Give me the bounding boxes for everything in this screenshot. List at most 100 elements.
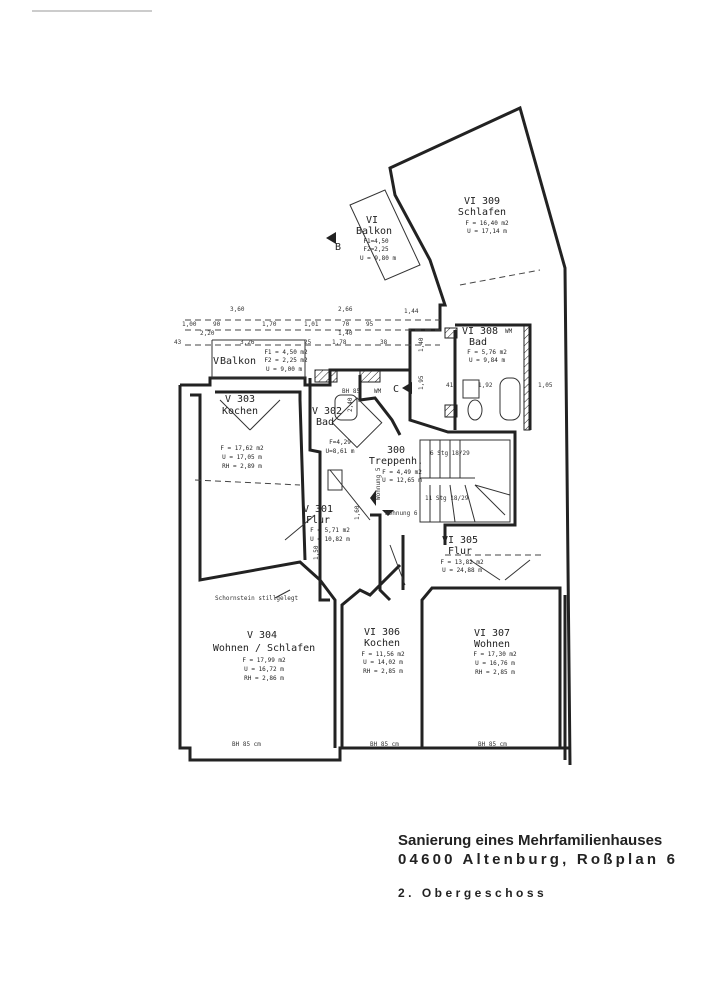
svg-text:3,60: 3,60 (230, 306, 245, 313)
interior-walls (308, 323, 532, 602)
room-v-balkon: V Balkon F1 = 4,50 m2 F2 = 2,25 m2 U = 9… (213, 349, 308, 373)
room-vi306: VI 306 Kochen F = 11,56 m2 U = 14,02 m R… (361, 627, 405, 675)
room-vi305: VI 305 Flur F = 13,82 m2 U = 24,88 m (440, 535, 484, 574)
svg-text:F = 17,62 m2: F = 17,62 m2 (220, 445, 264, 452)
svg-text:F = 5,76 m2: F = 5,76 m2 (467, 349, 507, 356)
svg-text:VI 305: VI 305 (442, 535, 478, 546)
svg-text:V 304: V 304 (247, 630, 277, 641)
svg-text:VI 309: VI 309 (464, 196, 500, 207)
svg-text:U = 14,02 m: U = 14,02 m (363, 659, 403, 666)
annotations: Schornstein stillgelegt BH 85 cm BH 85 c… (215, 328, 513, 748)
svg-text:1,40: 1,40 (338, 330, 353, 337)
svg-text:1,95: 1,95 (418, 375, 425, 390)
dimension-labels: 3,60 2,66 1,44 1,00 90 1,70 1,01 70 95 2… (174, 306, 553, 560)
svg-text:Wohnen / Schlafen: Wohnen / Schlafen (213, 643, 315, 654)
svg-text:V: V (213, 356, 219, 367)
svg-text:F = 17,99 m2: F = 17,99 m2 (242, 657, 286, 664)
bh-label: BH 85 cm (232, 741, 261, 748)
svg-text:38: 38 (380, 339, 388, 346)
svg-text:F = 13,82 m2: F = 13,82 m2 (440, 559, 484, 566)
svg-text:F = 16,40 m2: F = 16,40 m2 (465, 220, 509, 227)
svg-text:U = 9,84 m: U = 9,84 m (469, 357, 506, 364)
svg-text:VI: VI (366, 215, 378, 226)
svg-text:U = 24,88 m: U = 24,88 m (442, 567, 482, 574)
svg-text:RH = 2,89 m: RH = 2,89 m (222, 463, 262, 470)
svg-text:U = 17,14 m: U = 17,14 m (467, 228, 507, 235)
svg-text:1,00: 1,00 (182, 321, 197, 328)
section-c-marker-icon (402, 382, 412, 394)
svg-text:Bad: Bad (316, 417, 334, 428)
project-address: 04600 Altenburg, Roßplan 6 (398, 851, 679, 868)
svg-text:95: 95 (366, 321, 374, 328)
bh-label: BH 85 (342, 388, 360, 395)
room-v301: V 301 Flur F = 5,71 m2 U = 10,82 m (303, 504, 350, 543)
svg-text:F = 11,56 m2: F = 11,56 m2 (361, 651, 405, 658)
svg-text:25: 25 (304, 339, 312, 346)
svg-text:RH = 2,85 m: RH = 2,85 m (475, 669, 515, 676)
wohnung6-label: Wohnung 6 (385, 510, 418, 517)
svg-text:U = 16,76 m: U = 16,76 m (475, 660, 515, 667)
svg-text:U = 17,05 m: U = 17,05 m (222, 454, 262, 461)
svg-text:1,44: 1,44 (404, 308, 419, 315)
staircase (419, 439, 511, 523)
svg-text:Wohnen: Wohnen (474, 639, 510, 650)
chimney-note: Schornstein stillgelegt (215, 595, 298, 602)
svg-text:Flur: Flur (306, 515, 330, 526)
svg-text:1,60: 1,60 (354, 505, 361, 520)
svg-text:VI 308: VI 308 (462, 326, 498, 337)
svg-text:Treppenh.: Treppenh. (369, 456, 423, 467)
stairs-upper-label: 6 Stg 18/29 (430, 450, 470, 457)
room-300: 300 Treppenh. F = 4,49 m2 U = 12,65 m (369, 445, 423, 484)
svg-text:VI 306: VI 306 (364, 627, 400, 638)
svg-text:1,50: 1,50 (313, 545, 320, 560)
svg-text:F1 = 4,50 m2: F1 = 4,50 m2 (264, 349, 308, 356)
svg-text:2,40: 2,40 (347, 397, 354, 412)
svg-text:1,78: 1,78 (332, 339, 347, 346)
room-v302: V 302 Bad F=4,29 U=8,61 m (312, 406, 355, 455)
scan-artifact (32, 10, 152, 12)
svg-text:2,20: 2,20 (200, 330, 215, 337)
svg-text:U=8,61 m: U=8,61 m (326, 448, 355, 455)
floor-label: 2. Obergeschoss (398, 886, 548, 900)
svg-text:U = 9,00 m: U = 9,00 m (266, 366, 303, 373)
svg-text:70: 70 (342, 321, 350, 328)
wm-label: WM (374, 388, 382, 395)
bh-label: BH 85 cm (370, 741, 399, 748)
svg-text:43: 43 (174, 339, 182, 346)
svg-text:V 301: V 301 (303, 504, 333, 515)
svg-text:F2=2,25: F2=2,25 (363, 246, 389, 253)
balconies (185, 189, 545, 556)
svg-text:1,92: 1,92 (478, 382, 493, 389)
svg-text:3,26: 3,26 (240, 339, 255, 346)
svg-text:90: 90 (213, 321, 221, 328)
room-vi308: VI 308 Bad F = 5,76 m2 U = 9,84 m (462, 326, 507, 364)
bh-label: BH 85 cm (478, 741, 507, 748)
svg-text:Kochen: Kochen (222, 406, 258, 417)
svg-text:300: 300 (387, 445, 405, 456)
section-b-marker-icon (326, 232, 336, 244)
svg-text:VI 307: VI 307 (474, 628, 510, 639)
door-swings (219, 399, 531, 586)
svg-text:F = 17,30 m2: F = 17,30 m2 (473, 651, 517, 658)
svg-text:U = 16,72 m: U = 16,72 m (244, 666, 284, 673)
svg-text:RH = 2,85 m: RH = 2,85 m (363, 668, 403, 675)
svg-text:U = 12,65 m: U = 12,65 m (382, 477, 422, 484)
svg-text:1,05: 1,05 (538, 382, 553, 389)
wohnung5-arrow-icon (370, 490, 376, 506)
svg-text:V 303: V 303 (225, 394, 255, 405)
section-b-label: B (335, 242, 341, 253)
svg-text:Bad: Bad (469, 337, 487, 348)
svg-text:Flur: Flur (448, 546, 472, 557)
room-v304: V 304 Wohnen / Schlafen F = 17,99 m2 U =… (213, 630, 315, 682)
svg-text:F2 = 2,25 m2: F2 = 2,25 m2 (264, 357, 308, 364)
room-vi-balkon: VI Balkon F1=4,50 F2=2,25 U = 9,80 m (356, 215, 397, 262)
svg-text:F=4,29: F=4,29 (329, 439, 351, 446)
wohnung6-arrow-icon (382, 510, 394, 516)
svg-text:U = 10,82 m: U = 10,82 m (310, 536, 350, 543)
stairs-lower-label: 11 Stg 18/29 (425, 495, 469, 502)
project-title: Sanierung eines Mehrfamilienhauses (398, 832, 663, 849)
wm-label: WM (505, 328, 513, 335)
svg-text:Kochen: Kochen (364, 638, 400, 649)
room-vi307: VI 307 Wohnen F = 17,30 m2 U = 16,76 m R… (473, 628, 517, 676)
wohnung5-label: Wohnung 5 (375, 467, 382, 500)
